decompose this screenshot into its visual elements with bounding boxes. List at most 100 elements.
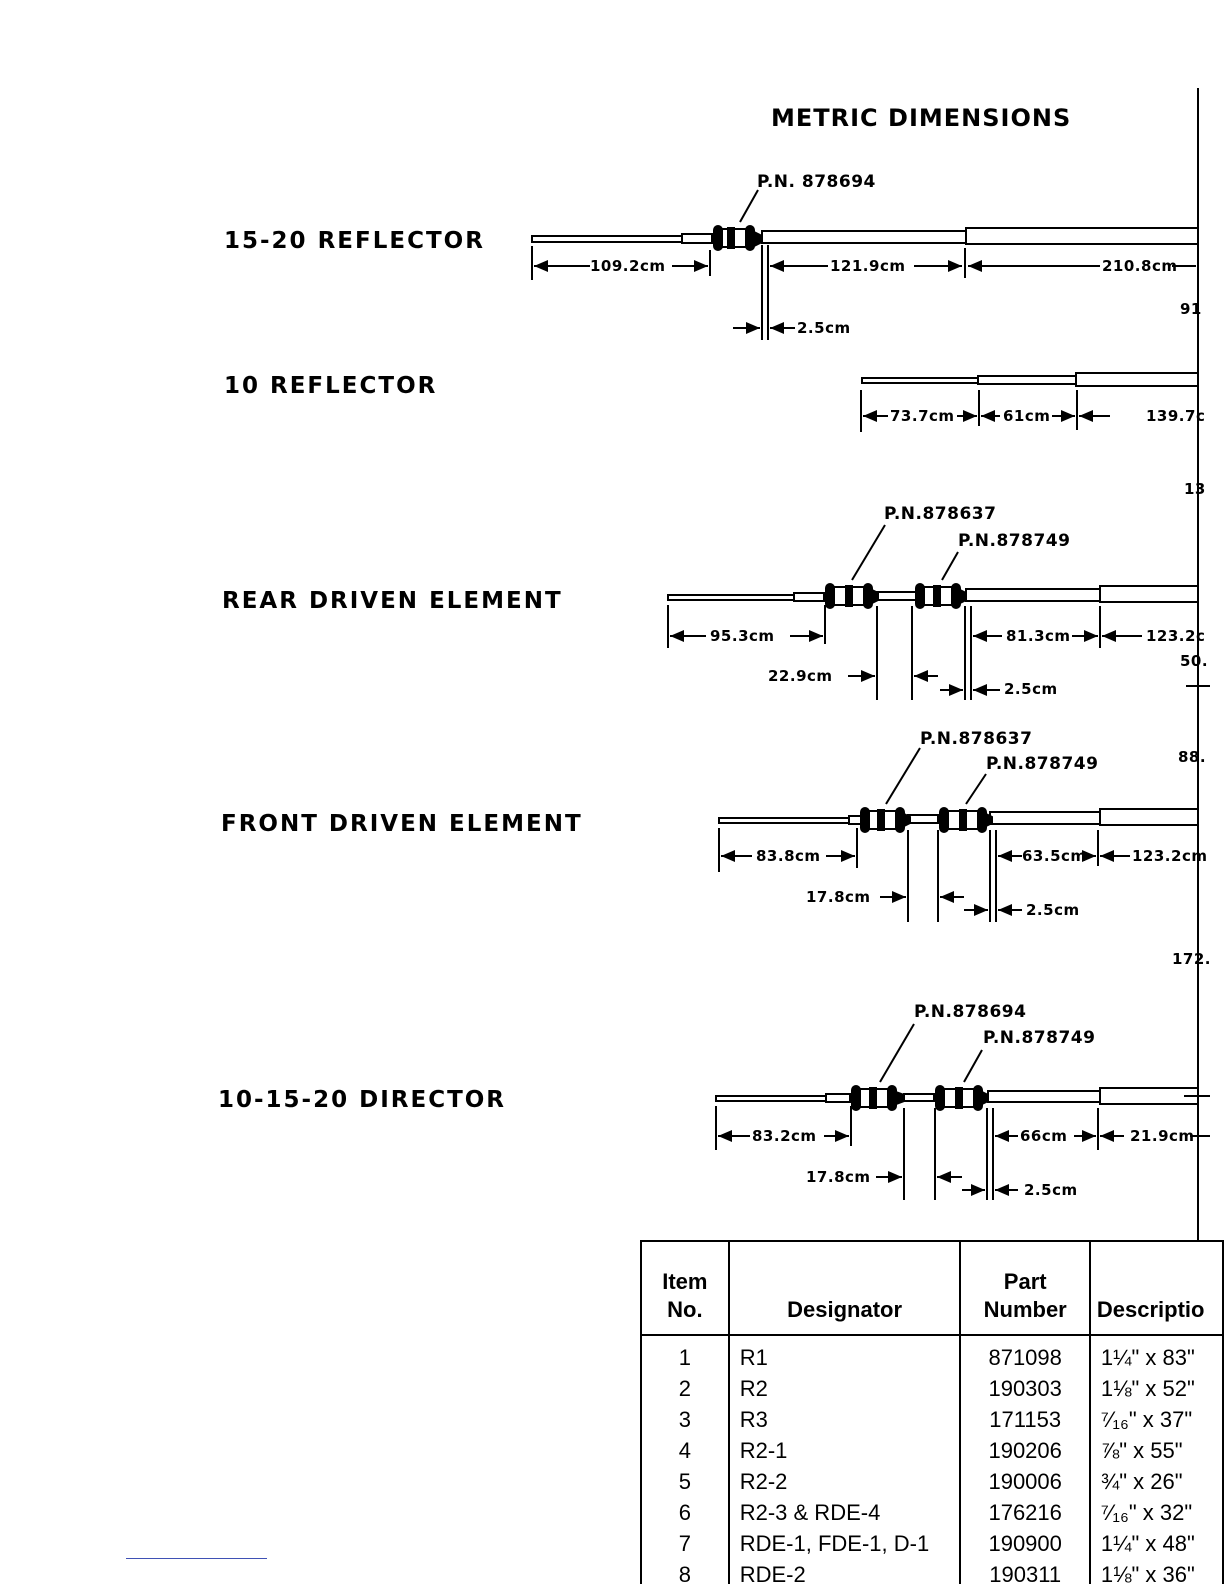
dimension-label: 88. xyxy=(1178,748,1207,766)
header-item-no: Item No. xyxy=(640,1240,730,1336)
cell-description: ⁷⁄₁₆" x 37" xyxy=(1088,1404,1224,1435)
parts-table-container: Item No. Designator Part Number Descript… xyxy=(640,1240,1224,1584)
cell-description: ⅞" x 55" xyxy=(1088,1435,1224,1466)
element-label-10-reflector: 10 REFLECTOR xyxy=(224,373,438,399)
dimension-label: 2.5cm xyxy=(797,319,851,337)
cell-part-number: 171153 xyxy=(959,1404,1091,1435)
table-row: 6 R2-3 & RDE-4 176216 ⁷⁄₁₆" x 32" xyxy=(640,1497,1224,1528)
dimension-label: 81.3cm xyxy=(1006,627,1071,645)
cell-item-no: 3 xyxy=(640,1404,730,1435)
cell-item-no: 5 xyxy=(640,1466,730,1497)
cell-designator: R2-1 xyxy=(727,1435,962,1466)
dimension-label: 109.2cm xyxy=(590,257,666,275)
cell-designator: RDE-1, FDE-1, D-1 xyxy=(727,1528,962,1559)
page-title: METRIC DIMENSIONS xyxy=(771,104,1072,132)
part-number-callout: P.N. 878694 xyxy=(757,172,876,192)
cell-part-number: 871098 xyxy=(959,1335,1091,1373)
dimension-lines-rear-driven xyxy=(667,524,1210,700)
insulator-clamp xyxy=(935,1085,989,1111)
cell-item-no: 2 xyxy=(640,1373,730,1404)
cell-description: ⁷⁄₁₆" x 32" xyxy=(1088,1497,1224,1528)
cell-part-number: 176216 xyxy=(959,1497,1091,1528)
insulator-clamp xyxy=(825,583,879,609)
part-number-callout: P.N.878637 xyxy=(920,729,1033,749)
dimension-lines-10-reflector xyxy=(860,390,1110,432)
header-description: Descriptio xyxy=(1088,1240,1224,1336)
dimension-label: 73.7cm xyxy=(890,407,955,425)
cell-part-number: 190900 xyxy=(959,1528,1091,1559)
insulator-clamp xyxy=(851,1085,905,1111)
insulator-clamp xyxy=(860,807,911,833)
dimension-lines-15-20-reflector xyxy=(531,189,1196,340)
cell-designator: R2-3 & RDE-4 xyxy=(727,1497,962,1528)
table-row: 2 R2 190303 1⅛" x 52" xyxy=(640,1373,1224,1404)
dimension-label: 172. xyxy=(1172,950,1212,968)
cell-item-no: 8 xyxy=(640,1559,730,1584)
dimension-label: 139.7c xyxy=(1146,407,1206,425)
cell-designator: RDE-2 xyxy=(727,1559,962,1584)
insulator-clamp xyxy=(939,807,993,833)
cell-description: ¾" x 26" xyxy=(1088,1466,1224,1497)
dimension-label: 66cm xyxy=(1020,1127,1068,1145)
dimension-label: 91 xyxy=(1180,300,1202,318)
element-label-15-20-reflector: 15-20 REFLECTOR xyxy=(224,228,485,254)
part-number-callout: P.N.878749 xyxy=(983,1028,1096,1048)
cell-part-number: 190006 xyxy=(959,1466,1091,1497)
dimension-label: 63.5cm xyxy=(1022,847,1087,865)
dimension-label: 121.9cm xyxy=(830,257,906,275)
cell-designator: R1 xyxy=(727,1335,962,1373)
cell-item-no: 1 xyxy=(640,1335,730,1373)
cell-designator: R3 xyxy=(727,1404,962,1435)
dimension-label: 83.8cm xyxy=(756,847,821,865)
table-row: 8 RDE-2 190311 1⅛" x 36" xyxy=(640,1559,1224,1584)
part-number-callout: P.N.878694 xyxy=(914,1002,1027,1022)
insulator-clamp xyxy=(713,225,763,251)
part-number-callout: P.N.878749 xyxy=(958,531,1071,551)
insulator-clamp xyxy=(915,583,967,609)
cell-part-number: 190206 xyxy=(959,1435,1091,1466)
cell-description: 1¼" x 83" xyxy=(1088,1335,1224,1373)
cell-item-no: 4 xyxy=(640,1435,730,1466)
table-row: 1 R1 871098 1¼" x 83" xyxy=(640,1335,1224,1373)
element-tubing-front-driven xyxy=(718,808,1199,826)
header-part-number: Part Number xyxy=(959,1240,1091,1336)
cell-designator: R2 xyxy=(727,1373,962,1404)
cell-description: 1¼" x 48" xyxy=(1088,1528,1224,1559)
dimension-label: 210.8cm xyxy=(1102,257,1178,275)
dimension-label: 95.3cm xyxy=(710,627,775,645)
table-row: 3 R3 171153 ⁷⁄₁₆" x 37" xyxy=(640,1404,1224,1435)
dimension-label: 22.9cm xyxy=(768,667,833,685)
table-header-row: Item No. Designator Part Number Descript… xyxy=(640,1240,1224,1336)
element-label-front-driven: FRONT DRIVEN ELEMENT xyxy=(221,811,583,837)
cell-item-no: 7 xyxy=(640,1528,730,1559)
dimension-label: 123.2cm xyxy=(1132,847,1208,865)
cell-description: 1⅛" x 52" xyxy=(1088,1373,1224,1404)
element-tubing-10-reflector xyxy=(861,372,1199,387)
element-tubing-15-20-reflector xyxy=(531,227,1199,245)
insulator-clamps xyxy=(713,225,993,1111)
dimension-label: 83.2cm xyxy=(752,1127,817,1145)
dimension-label: 13 xyxy=(1184,480,1206,498)
dimension-label: 2.5cm xyxy=(1004,680,1058,698)
part-number-callout: P.N.878637 xyxy=(884,504,997,524)
dimension-label: 61cm xyxy=(1003,407,1051,425)
dimension-label: 2.5cm xyxy=(1024,1181,1078,1199)
cell-designator: R2-2 xyxy=(727,1466,962,1497)
dimension-label: 50. xyxy=(1180,652,1209,670)
parts-table: Item No. Designator Part Number Descript… xyxy=(640,1240,1224,1584)
element-label-rear-driven: REAR DRIVEN ELEMENT xyxy=(222,588,563,614)
table-row: 7 RDE-1, FDE-1, D-1 190900 1¼" x 48" xyxy=(640,1528,1224,1559)
dimension-label: 123.2c xyxy=(1146,627,1206,645)
dimension-label: 2.5cm xyxy=(1026,901,1080,919)
dimension-label: 21.9cm xyxy=(1130,1127,1195,1145)
cell-description: 1⅛" x 36" xyxy=(1088,1559,1224,1584)
table-row: 4 R2-1 190206 ⅞" x 55" xyxy=(640,1435,1224,1466)
dimension-lines-director xyxy=(715,1023,1210,1200)
cell-part-number: 190303 xyxy=(959,1373,1091,1404)
part-number-callout: P.N.878749 xyxy=(986,754,1099,774)
dimension-lines-front-driven xyxy=(718,747,1130,922)
header-designator: Designator xyxy=(727,1240,962,1336)
dimension-label: 17.8cm xyxy=(806,888,871,906)
dimension-label: 17.8cm xyxy=(806,1168,871,1186)
